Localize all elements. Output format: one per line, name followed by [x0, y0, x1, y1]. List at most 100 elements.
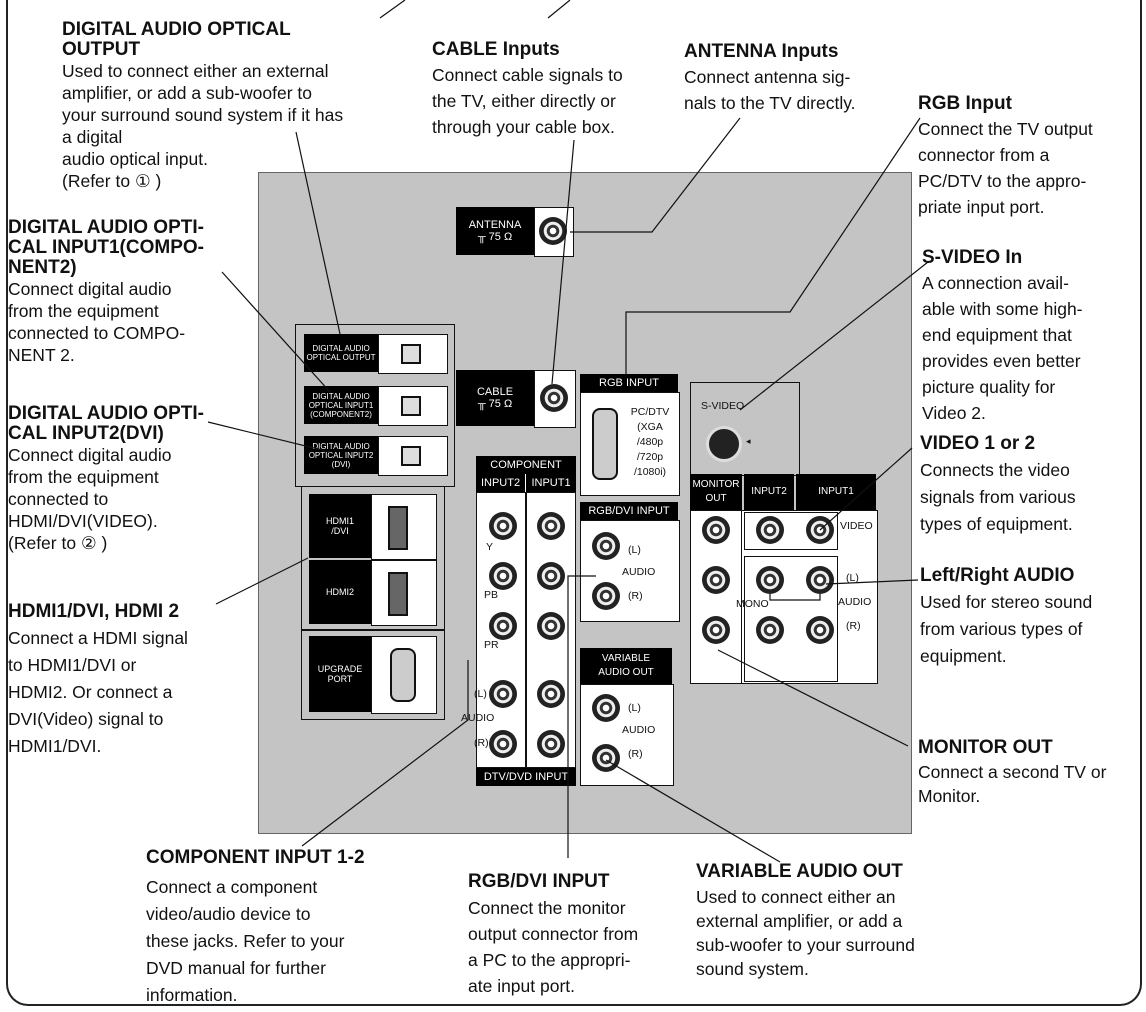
component-input1-pr-jack[interactable]: [537, 612, 565, 640]
mono-bridge-line: [769, 594, 821, 601]
leader-rgb-dvi: [567, 575, 596, 858]
monitor-out-audio-l-jack[interactable]: [702, 566, 730, 594]
rgb-vga-port[interactable]: [592, 408, 618, 480]
component-input1-pb-jack[interactable]: [537, 562, 565, 590]
optical-output-port[interactable]: [401, 344, 421, 364]
var-l-label: (L): [628, 702, 641, 714]
callout-line: DVD manual for further: [146, 958, 326, 978]
cable-text: CABLE: [476, 386, 514, 398]
leader-antenna: [570, 117, 741, 233]
monitor-out-audio-r-jack[interactable]: [702, 616, 730, 644]
callout-line: Connect antenna sig-: [684, 67, 851, 87]
component-input1-y-jack[interactable]: [537, 512, 565, 540]
callout-video12: VIDEO 1 or 2 Connects the video signals …: [920, 434, 1142, 538]
av-r-label: (R): [846, 620, 861, 632]
callout-line: sub-woofer to your surround: [696, 935, 915, 955]
monitor-out-header: MONITOR OUT: [690, 474, 742, 510]
variable-audio-r-jack[interactable]: [592, 744, 620, 772]
callout-title: OUTPUT: [62, 39, 141, 60]
leader-monitor-out: [717, 649, 909, 747]
label-line: (DVI): [331, 459, 351, 469]
callout-line: Connect digital audio: [8, 445, 172, 465]
component-input2-pb-jack[interactable]: [489, 562, 517, 590]
optical-input2-port[interactable]: [401, 446, 421, 466]
callout-title: CAL INPUT2(DVI): [8, 423, 164, 444]
callout-line: Connect the TV output: [918, 119, 1093, 139]
input2-video-jack[interactable]: [756, 516, 784, 544]
callout-optical-output: DIGITAL AUDIO OPTICAL OUTPUT Used to con…: [62, 20, 392, 192]
callout-title: DIGITAL AUDIO OPTI-: [8, 403, 204, 424]
label-line: OPTICAL OUTPUT: [306, 353, 376, 362]
variable-audio-l-jack[interactable]: [592, 694, 620, 722]
monitor-out-video-jack[interactable]: [702, 516, 730, 544]
label-line: PC/DTV: [630, 406, 670, 418]
callout-line: Connect digital audio: [8, 279, 172, 299]
callout-line: connected to COMPO-: [8, 323, 186, 343]
callout-antenna: ANTENNA Inputs Connect antenna sig- nals…: [684, 42, 904, 116]
variable-audio-box: [580, 684, 674, 786]
callout-rgb-dvi: RGB/DVI INPUT Connect the monitor output…: [468, 872, 686, 999]
callout-line: Connects the video: [920, 460, 1070, 480]
cable-jack[interactable]: [540, 384, 568, 412]
upgrade-port[interactable]: [390, 648, 416, 702]
leader-cable: [551, 139, 575, 385]
callout-title: RGB/DVI INPUT: [468, 871, 610, 892]
video-row: [744, 512, 838, 550]
svideo-port[interactable]: [706, 426, 742, 462]
callout-line: connector from a: [918, 145, 1050, 165]
hdmi1-port[interactable]: [388, 506, 408, 550]
component-input1-audio-l-jack[interactable]: [537, 680, 565, 708]
input2-audio-r-jack[interactable]: [756, 616, 784, 644]
callout-line: picture quality for: [922, 377, 1056, 397]
pcdtv-label: PC/DTV (XGA /480p /720p /1080i): [620, 406, 680, 478]
component-input2-audio-r-jack[interactable]: [489, 730, 517, 758]
label-line: /480p: [636, 436, 664, 448]
antenna-text: ANTENNA: [468, 219, 522, 231]
cable-ohm: ╥ 75 Ω: [477, 398, 513, 410]
callout-line: from various types of: [920, 619, 1083, 639]
callout-rgb: RGB Input Connect the TV output connecto…: [918, 94, 1143, 220]
component-input2-audio-l-jack[interactable]: [489, 680, 517, 708]
hdmi-group: [301, 486, 445, 630]
callout-line: through your cable box.: [432, 117, 615, 137]
callout-title: MONITOR OUT: [918, 737, 1053, 758]
variable-audio-header: VARIABLE AUDIO OUT: [580, 648, 672, 684]
label-line: VARIABLE: [601, 653, 651, 664]
leader-component: [301, 660, 469, 847]
callout-line: Connect the monitor: [468, 898, 626, 918]
hdmi2-port[interactable]: [388, 572, 408, 616]
av-audio-label: AUDIO: [838, 596, 872, 608]
label-line: (COMPONENT2): [310, 409, 372, 419]
label-line: PORT: [327, 674, 353, 684]
callout-line: (Refer to ② ): [8, 533, 108, 553]
optical-output-label: DIGITAL AUDIO OPTICAL OUTPUT: [304, 334, 378, 372]
callout-line: Connect a second TV or: [918, 762, 1107, 782]
component-input2-pr-jack[interactable]: [489, 612, 517, 640]
input2-audio-l-jack[interactable]: [756, 566, 784, 594]
input1-audio-r-jack[interactable]: [806, 616, 834, 644]
input1-audio-l-jack[interactable]: [806, 566, 834, 594]
callout-line: video/audio device to: [146, 904, 311, 924]
callout-line: to HDMI1/DVI or: [8, 655, 137, 675]
rgb-input-header: RGB INPUT: [580, 374, 678, 392]
optical-input1-label: DIGITAL AUDIO OPTICAL INPUT1 (COMPONENT2…: [304, 386, 378, 424]
callout-title: NENT2): [8, 257, 77, 278]
callout-title: RGB Input: [918, 93, 1012, 114]
input1-header: INPUT1: [526, 474, 576, 492]
svideo-arrow-icon: ◂: [746, 436, 751, 446]
antenna-jack[interactable]: [539, 217, 567, 245]
callout-line: A connection avail-: [922, 273, 1069, 293]
rgb-dvi-audio-r-jack[interactable]: [592, 582, 620, 610]
leader-svideo: [739, 261, 929, 411]
component-input1-audio-r-jack[interactable]: [537, 730, 565, 758]
label-line: OUT: [705, 493, 727, 504]
callout-line: signals from various: [920, 487, 1076, 507]
callout-title: Left/Right AUDIO: [920, 565, 1075, 586]
rgb-dvi-audio-l-jack[interactable]: [592, 532, 620, 560]
y-label: Y: [486, 541, 494, 553]
callout-line: output connector from: [468, 924, 639, 944]
component-input2-y-jack[interactable]: [489, 512, 517, 540]
callout-line: DVI(Video) signal to: [8, 709, 164, 729]
optical-input1-port[interactable]: [401, 396, 421, 416]
var-audio-label: AUDIO: [622, 724, 656, 736]
